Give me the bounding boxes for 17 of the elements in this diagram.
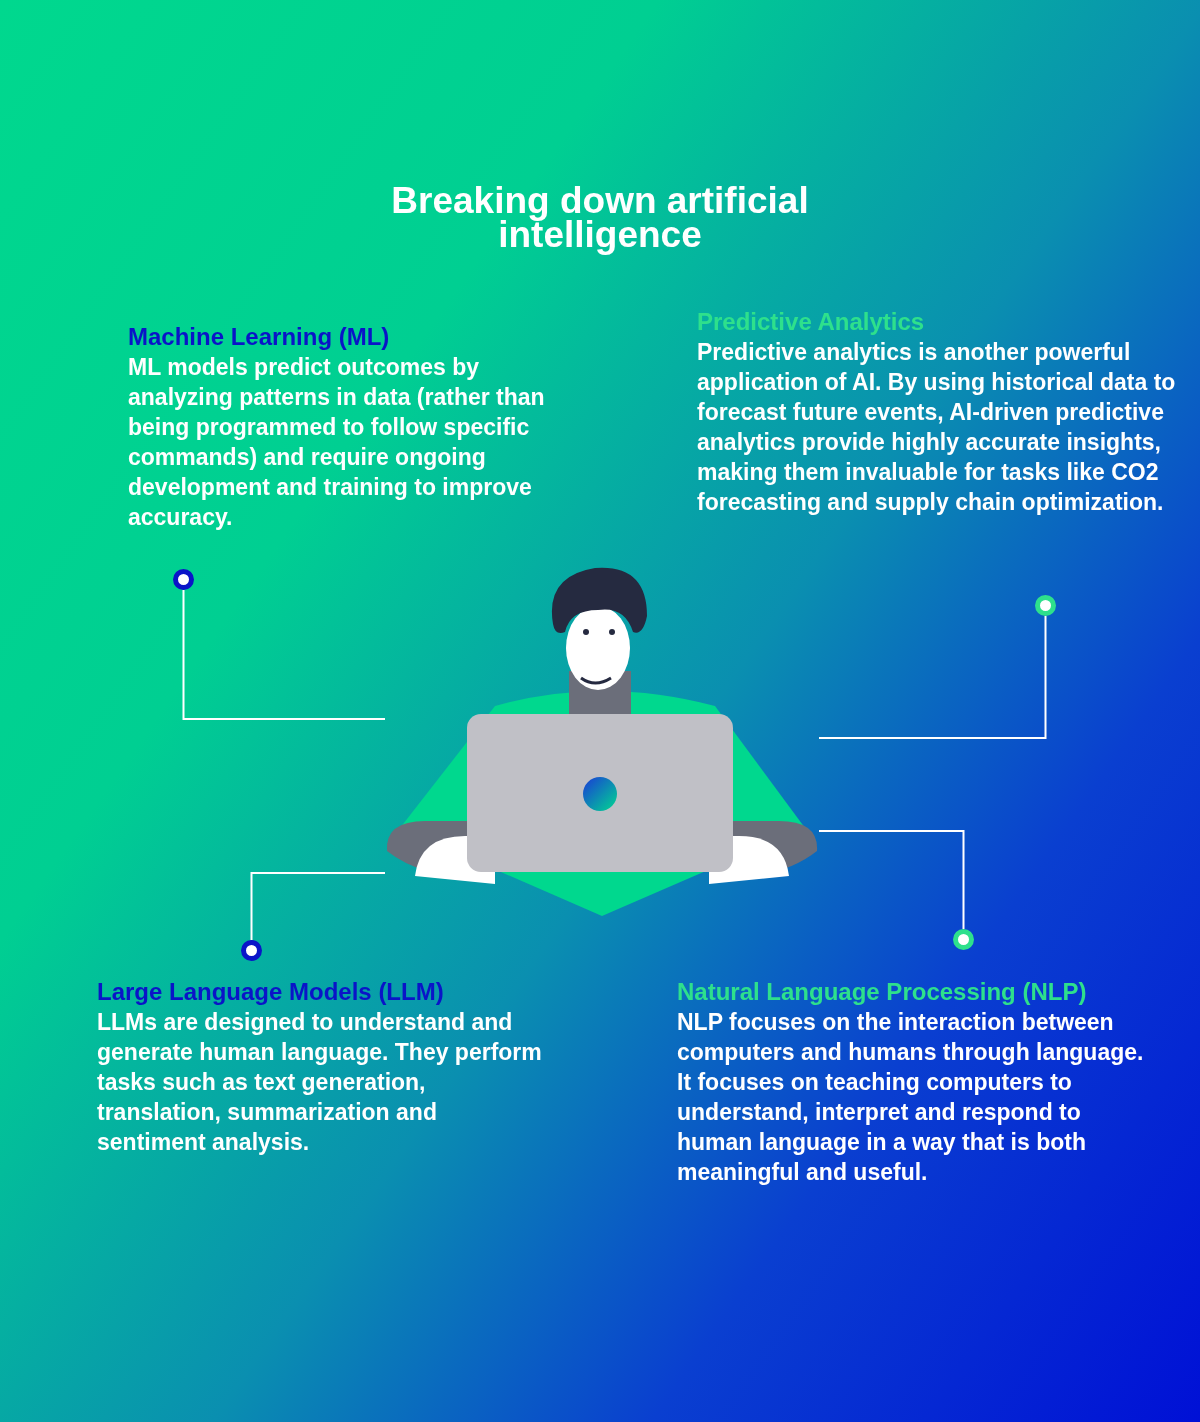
leader-line xyxy=(250,872,386,941)
section-text: NLP focuses on the interaction between computers and humans through language. It focuses on teaching computers to understand, interpret and respond to human language in a way that is both meaningful and useful. xyxy=(677,1008,1145,1187)
section-text: LLMs are designed to understand and generate human language. They perform tasks such as text generation, translation, summarization and sentiment analysis. xyxy=(97,1008,543,1157)
marker-dot xyxy=(241,940,262,961)
section-heading: Large Language Models (LLM) xyxy=(97,977,445,1007)
section-text: Predictive analytics is another powerful application of AI. By using historical data to forecast future events, AI-driven predictive analytics provide highly accurate insights, making them invaluable for tasks like CO2 forecasting and supply chain optimization. xyxy=(697,338,1177,517)
section-heading: Machine Learning (ML) xyxy=(128,322,391,352)
leader-line xyxy=(818,830,965,930)
marker-dot xyxy=(953,929,974,950)
marker-dot xyxy=(1035,595,1056,616)
section-heading: Natural Language Processing (NLP) xyxy=(677,977,1088,1007)
leader-line xyxy=(818,615,1047,739)
leader-line xyxy=(182,589,386,720)
section-heading: Predictive Analytics xyxy=(697,307,926,337)
marker-dot xyxy=(173,569,194,590)
person-laptop-drawing xyxy=(385,566,819,916)
section-text: ML models predict outcomes by analyzing patterns in data (rather than being programmed to follow specific commands) and require ongoing development and training to improve accuracy. xyxy=(128,353,546,532)
